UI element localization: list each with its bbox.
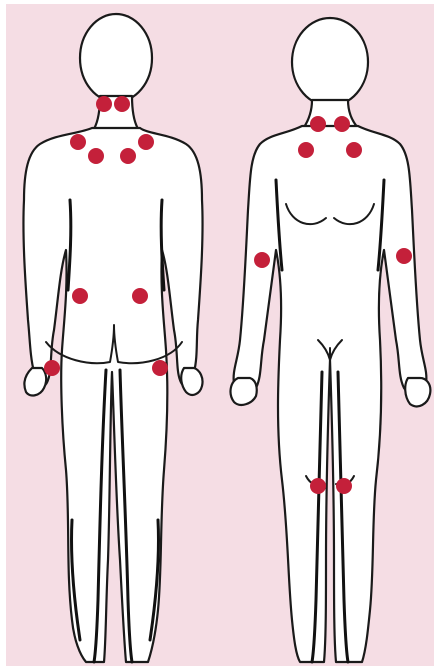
back-right-hand — [181, 368, 202, 395]
tender-point-back-trapezius-left-inner — [88, 148, 104, 164]
tender-point-front-chest-right — [346, 142, 362, 158]
tender-point-back-gluteal-left — [72, 288, 88, 304]
tender-point-front-knee-right — [336, 478, 352, 494]
tender-point-front-knee-left — [310, 478, 326, 494]
tender-point-back-neck-right — [114, 96, 130, 112]
tender-point-front-elbow-left — [254, 252, 270, 268]
tender-point-front-elbow-right — [396, 248, 412, 264]
tender-point-back-trapezius-right-inner — [120, 148, 136, 164]
tender-point-back-gluteal-right — [132, 288, 148, 304]
back-head — [80, 14, 152, 102]
front-head — [292, 18, 368, 106]
tender-point-back-hip-left — [44, 360, 60, 376]
front-right-hand — [405, 378, 430, 406]
tender-point-front-neck-left — [310, 116, 326, 132]
tender-point-back-trapezius-left-outer — [70, 134, 86, 150]
tender-point-front-neck-right — [334, 116, 350, 132]
tender-point-back-trapezius-right-outer — [138, 134, 154, 150]
tender-point-front-chest-left — [298, 142, 314, 158]
tender-point-back-hip-right — [152, 360, 168, 376]
tender-point-back-neck-left — [96, 96, 112, 112]
front-left-hand — [231, 378, 257, 405]
back-left-hand — [24, 368, 46, 395]
